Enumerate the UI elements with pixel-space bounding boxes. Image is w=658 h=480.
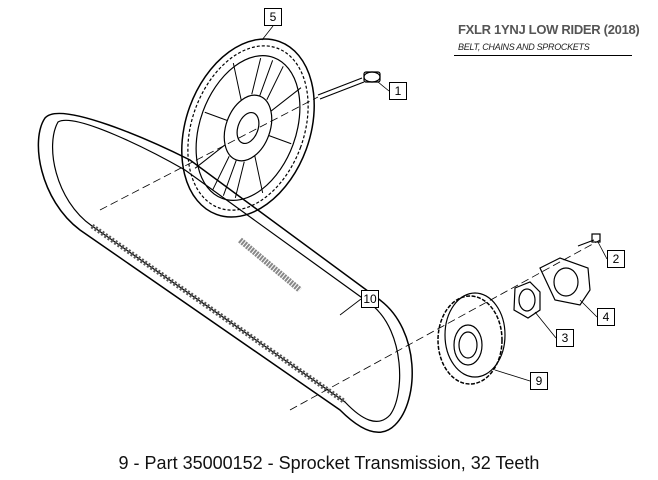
bolt-part-1[interactable] (317, 71, 381, 100)
rear-pulley[interactable] (158, 20, 337, 235)
screw-part-2[interactable] (577, 233, 601, 247)
lock-plate-part-4[interactable] (539, 257, 591, 306)
model-title: FXLR 1YNJ LOW RIDER (2018) (458, 22, 640, 37)
callout-10[interactable]: 10 (361, 290, 379, 308)
callout-4[interactable]: 4 (597, 308, 615, 326)
drive-belt[interactable] (37, 112, 413, 433)
nut-part-3[interactable] (513, 281, 541, 319)
section-subtitle: BELT, CHAINS AND SPROCKETS (458, 42, 590, 52)
title-divider (454, 55, 632, 56)
callout-3[interactable]: 3 (556, 329, 574, 347)
transmission-sprocket[interactable] (437, 292, 506, 385)
part-caption: 9 - Part 35000152 - Sprocket Transmissio… (118, 453, 540, 473)
callout-2[interactable]: 2 (607, 250, 625, 268)
callout-1[interactable]: 1 (389, 82, 407, 100)
callout-5[interactable]: 5 (264, 8, 282, 26)
callout-9[interactable]: 9 (530, 372, 548, 390)
